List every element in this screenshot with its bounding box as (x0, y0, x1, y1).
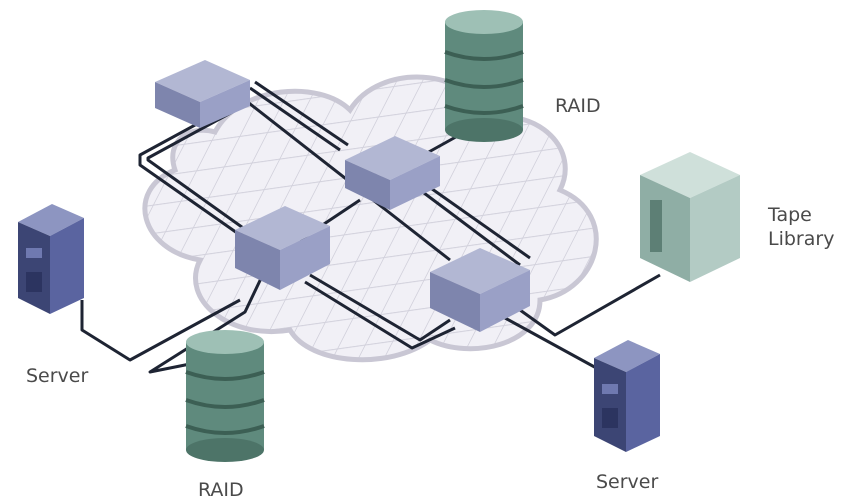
cable-sw1-sw2 (249, 86, 341, 152)
switch-icon (430, 248, 530, 332)
tape-library-label: Tape Library (768, 204, 835, 250)
server-tower-icon (594, 340, 660, 452)
switch-icon (345, 136, 440, 210)
raid-top-label: RAID (555, 95, 601, 117)
cable-tape-library (519, 273, 661, 337)
cable-sw1-sw3 (138, 104, 241, 237)
raid-bottom-label: RAID (198, 479, 244, 501)
tape-library-icon (640, 152, 740, 282)
server-tower-icon (18, 204, 84, 314)
server-right-label: Server (596, 471, 659, 493)
cable-server-right (504, 316, 601, 372)
switch-icon (235, 206, 330, 290)
database-icon (444, 10, 524, 142)
server-left-label: Server (26, 365, 89, 387)
cable-sw2-sw4 (419, 188, 521, 267)
cable-sw3-sw4 (309, 273, 451, 342)
cable-server-left (80, 298, 241, 362)
switch-icon (155, 60, 250, 128)
database-icon (185, 330, 265, 462)
